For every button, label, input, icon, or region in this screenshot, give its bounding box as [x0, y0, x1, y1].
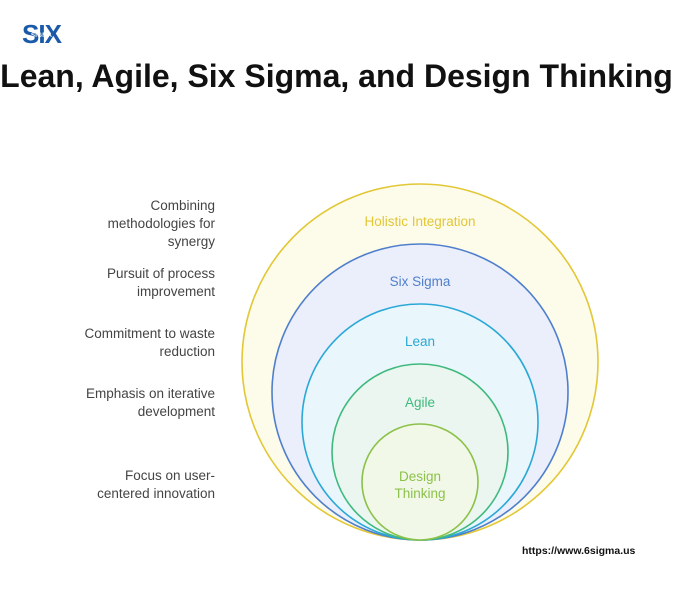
- source-url: https://www.6sigma.us: [522, 545, 636, 557]
- description-holistic-integration: Combining methodologies for synergy: [107, 198, 215, 249]
- description-six-sigma: Pursuit of process improvement: [106, 266, 215, 299]
- description-agile: Emphasis on iterative development: [85, 386, 215, 419]
- ring-label-six-sigma: Six Sigma: [390, 274, 451, 289]
- description-lean: Commitment to waste reduction: [84, 326, 215, 359]
- ring-label-agile: Agile: [405, 395, 435, 410]
- logo-sub-text: SIGMA: [31, 33, 53, 39]
- ring-label-holistic-integration: Holistic Integration: [364, 214, 475, 229]
- description-design-thinking: Focus on user-centered innovation: [97, 468, 215, 501]
- ring-design-thinking: [361, 423, 479, 541]
- page-title: Lean, Agile, Six Sigma, and Design Think…: [0, 58, 673, 94]
- six-sigma-logo: SIX SIGMA: [22, 20, 72, 48]
- logo-main-text: SIX: [22, 19, 62, 49]
- ring-label-lean: Lean: [405, 334, 435, 349]
